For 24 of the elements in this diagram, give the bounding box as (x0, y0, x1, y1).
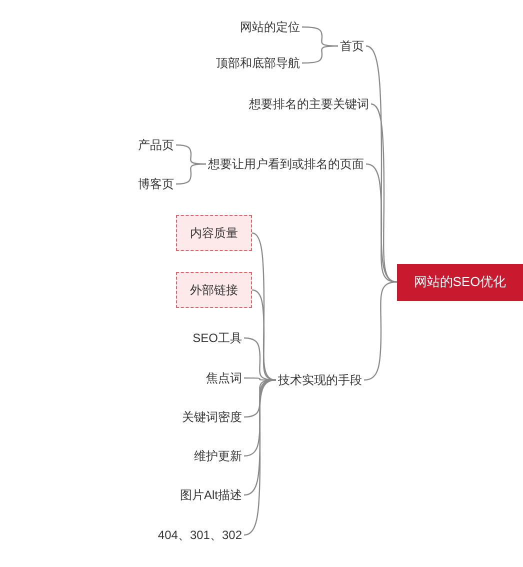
topic-label: 网站的定位 (238, 18, 302, 36)
topic-box: 外部链接 (176, 272, 252, 308)
topic-label: 404、301、302 (156, 526, 244, 544)
branch-line (244, 379, 276, 536)
topic-box: 内容质量 (176, 215, 252, 251)
topic-label: 想要排名的主要关键词 (247, 95, 371, 113)
branch-line (252, 289, 276, 381)
topic-label: 关键词密度 (180, 408, 244, 426)
topic-label: 图片Alt描述 (178, 486, 244, 504)
branch-line (370, 103, 398, 283)
topic-label: 产品页 (136, 136, 176, 154)
topic-label: 维护更新 (192, 447, 244, 465)
branch-line (252, 232, 276, 381)
branch-line (176, 163, 206, 185)
branch-line (302, 45, 338, 64)
topic-label: 技术实现的手段 (276, 371, 364, 389)
topic-label: SEO工具 (190, 329, 244, 347)
topic-label: 顶部和底部导航 (214, 54, 302, 72)
root-topic-box: 网站的SEO优化 (397, 264, 523, 300)
topic-label: 想要让用户看到或排名的页面 (206, 155, 366, 173)
topic-label: 焦点词 (204, 369, 244, 387)
topic-label: 博客页 (136, 175, 176, 193)
branch-line (364, 281, 398, 381)
topic-label: 首页 (338, 37, 366, 55)
